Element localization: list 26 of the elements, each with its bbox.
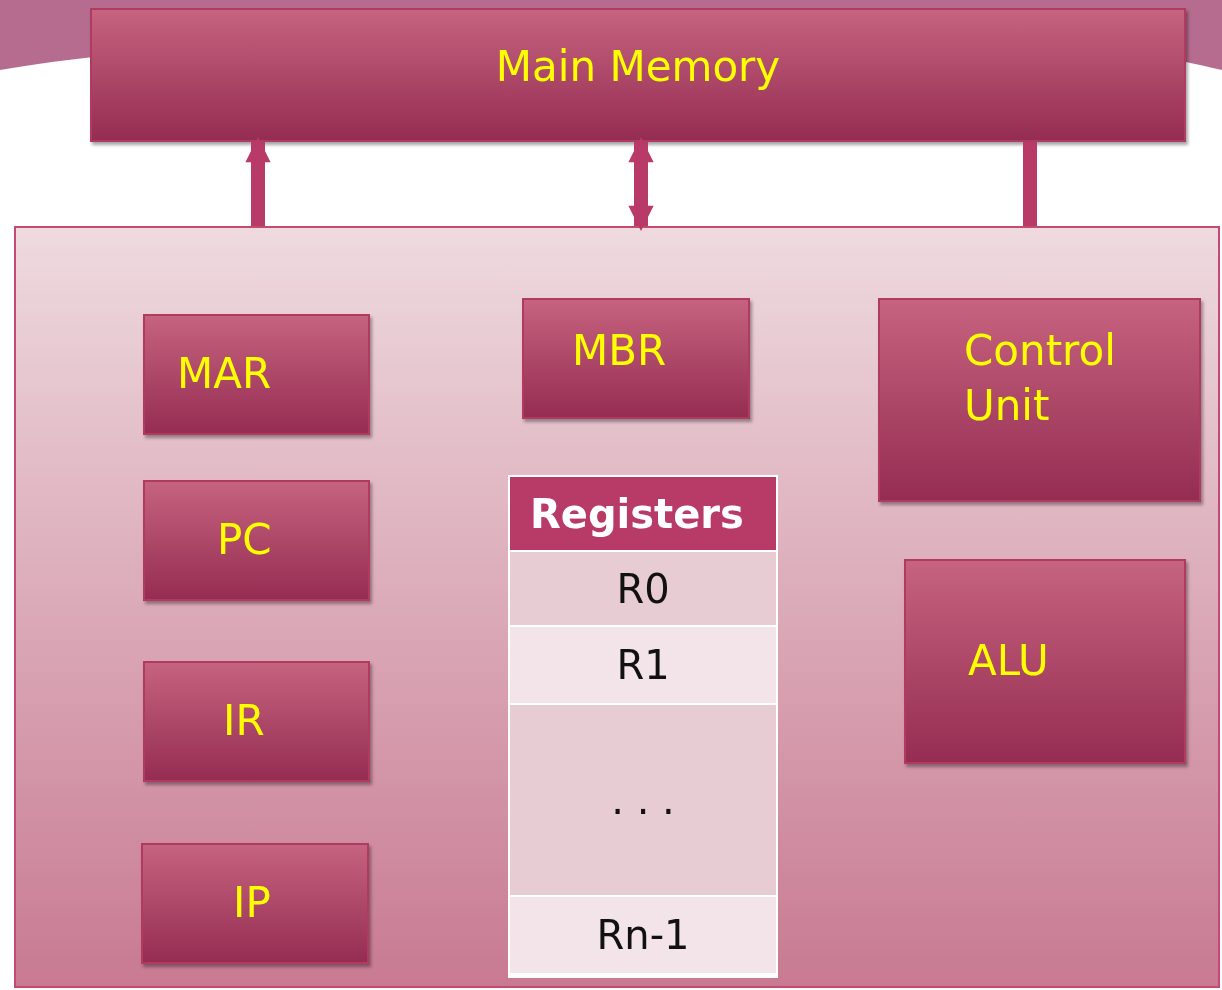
register-box [522, 298, 750, 419]
box-label: MAR [177, 348, 272, 401]
box-label: ALU [968, 635, 1049, 688]
box-label: MBR [572, 325, 667, 377]
arrow [628, 136, 654, 232]
table-cell: R1 [510, 627, 776, 705]
table-cell: R0 [510, 552, 776, 627]
box-label: Main Memory [495, 41, 781, 93]
register-box [141, 843, 369, 964]
table-cell: . . . [510, 705, 776, 897]
register-box [143, 480, 370, 601]
box-label: PC [217, 514, 272, 567]
cpu-panel [14, 226, 1220, 988]
register-box [904, 559, 1186, 764]
box-label: IR [223, 695, 265, 748]
connector-line [1023, 142, 1037, 226]
box-label: IP [233, 877, 271, 930]
register-table [508, 475, 778, 978]
box-label: Control Unit [964, 325, 1117, 432]
register-box [878, 298, 1201, 502]
table-header: Registers [510, 477, 776, 552]
table-cell: Rn-1 [510, 897, 776, 973]
arrow [245, 136, 271, 226]
register-box [143, 661, 370, 782]
memory-box [90, 8, 1186, 142]
register-box [143, 314, 370, 435]
